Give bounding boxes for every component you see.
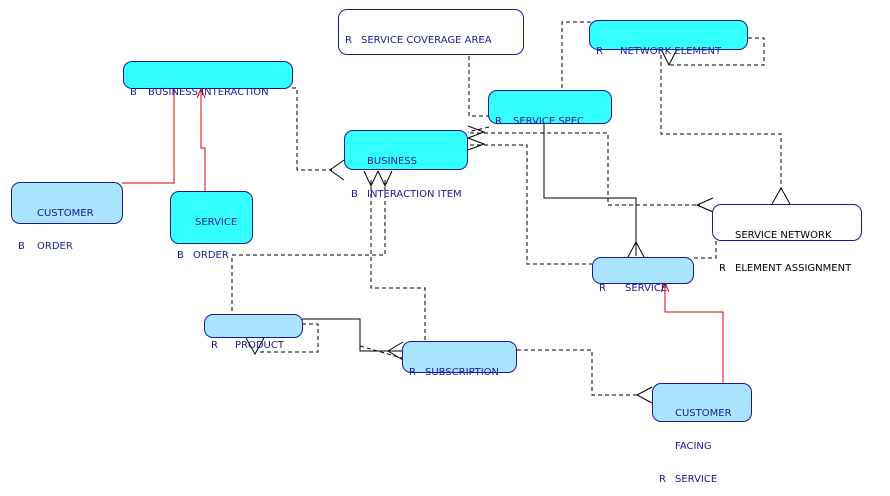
rel-product-self	[258, 323, 319, 353]
rel-customer-order-to-bi	[122, 89, 175, 184]
rel-coverage-area-to-service-spec	[468, 56, 489, 117]
rel-subscription-to-cfs	[517, 349, 640, 396]
arrow-service-order-bi	[196, 87, 206, 99]
rel-service-to-snea	[694, 241, 717, 259]
crowfoot-network-element	[660, 48, 678, 67]
rel-service-spec-to-service	[543, 124, 637, 256]
crowfoot-item-bottom-b	[377, 170, 393, 188]
rel-network-element-to-service-spec	[561, 21, 591, 90]
rel-service-order-to-bi	[200, 89, 206, 191]
crowfoot-service-top	[627, 240, 645, 258]
crowfoot-subscription-left	[387, 341, 404, 361]
crowfoot-item-bottom-a	[363, 170, 379, 188]
crowfoot-item-left	[329, 159, 345, 181]
rel-item-to-subscription	[370, 180, 426, 340]
rel-item-to-snea	[470, 132, 700, 206]
rel-network-element-self	[669, 37, 765, 66]
rel-item-to-service	[470, 144, 592, 265]
crowfoot-snea-top	[771, 186, 791, 205]
crowfoot-cfs-left	[635, 386, 653, 404]
entity-relationship-diagram	[122, 21, 791, 404]
rel-cfs-to-service	[664, 283, 724, 383]
rel-item-to-product	[231, 180, 386, 314]
rel-product-subscription-solid	[302, 318, 402, 352]
rel-product-to-subscription	[359, 345, 403, 359]
crowfoot-item-right-b	[467, 137, 486, 151]
rel-network-element-to-snea	[660, 55, 782, 190]
crowfoot-item-right-a	[467, 125, 486, 139]
rel-business-interaction-to-item	[292, 87, 332, 171]
crowfoot-snea-left	[695, 197, 714, 213]
crowfoot-product-bottom	[245, 337, 265, 356]
